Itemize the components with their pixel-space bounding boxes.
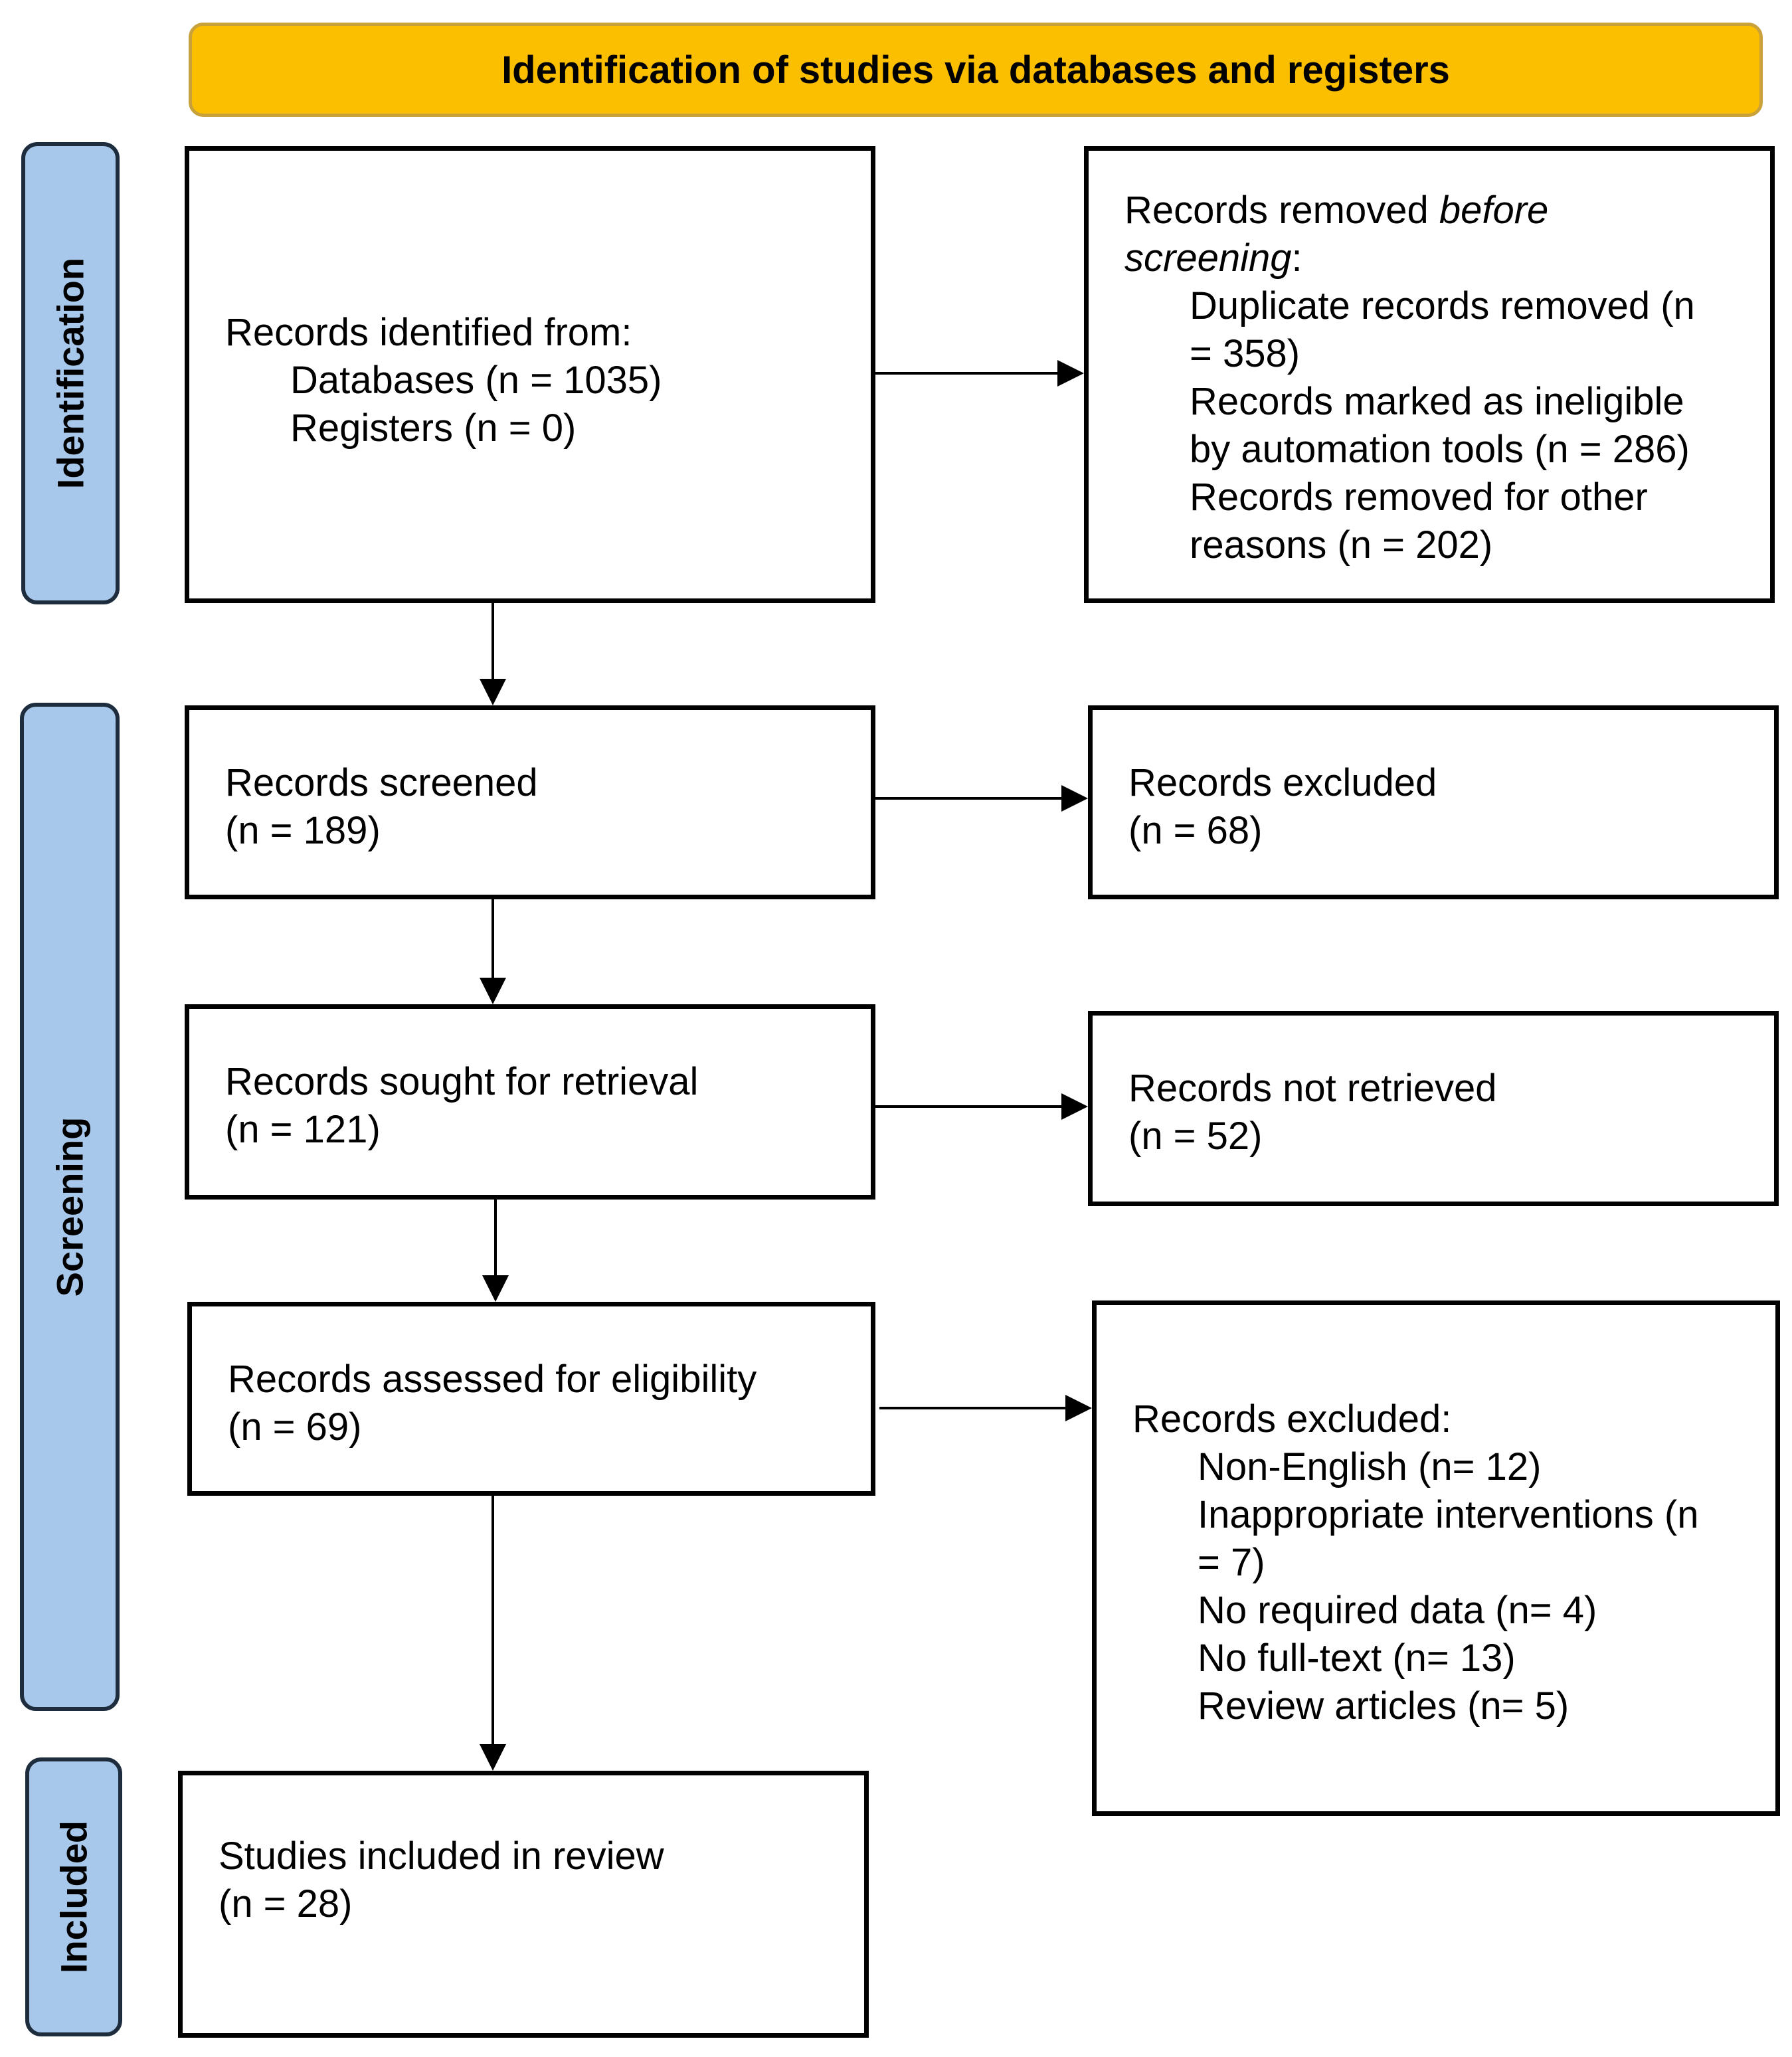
removed-item: = 358) [1190,332,1300,375]
records-screened-count: (n = 189) [225,809,381,852]
removed-item: reasons (n = 202) [1190,523,1493,567]
studies-included-label: Studies included in review [219,1834,664,1878]
arrowhead [480,978,506,1004]
records-not-retrieved-count: (n = 52) [1128,1115,1263,1158]
records-screened-box: Records screened (n = 189) [185,705,875,899]
arrowhead [482,1275,509,1302]
removed-heading-italic2: screening [1124,236,1292,280]
records-excluded-label: Records excluded [1128,761,1437,804]
stage-included: Included [25,1757,122,2036]
records-excluded-count: (n = 68) [1128,809,1263,852]
removed-item: by automation tools (n = 286) [1190,428,1690,471]
removed-heading-italic: before [1439,189,1549,232]
records-excluded-eligibility-box: Records excluded: Non-English (n= 12) In… [1092,1300,1780,1816]
records-removed-box: Records removed before screening: Duplic… [1084,146,1775,603]
databases-count: Databases (n = 1035) [290,359,662,402]
excluded-eligibility-item: = 7) [1198,1541,1265,1584]
excluded-eligibility-heading: Records excluded: [1132,1397,1452,1441]
records-sought-box: Records sought for retrieval (n = 121) [185,1004,875,1200]
arrowhead [480,679,506,705]
studies-included-count: (n = 28) [219,1882,353,1925]
excluded-eligibility-item: Review articles (n= 5) [1198,1684,1569,1728]
excluded-eligibility-item: Inappropriate interventions (n [1198,1493,1699,1536]
header-title: Identification of studies via databases … [501,48,1450,92]
records-removed-heading-2: screening: [1124,234,1770,282]
removed-item: Duplicate records removed (n [1190,284,1695,327]
records-assessed-label: Records assessed for eligibility [228,1358,757,1401]
removed-item: Records removed for other [1190,476,1648,519]
records-identified-box: Records identified from: Databases (n = … [185,146,875,603]
removed-heading-suffix: : [1291,236,1302,280]
records-not-retrieved-label: Records not retrieved [1128,1067,1497,1110]
stage-screening: Screening [20,703,120,1711]
excluded-eligibility-item: Non-English (n= 12) [1198,1445,1542,1488]
excluded-eligibility-item: No required data (n= 4) [1198,1589,1597,1632]
records-assessed-count: (n = 69) [228,1405,362,1449]
arrowhead [1061,1093,1088,1120]
header-banner: Identification of studies via databases … [189,23,1763,117]
records-excluded-box: Records excluded (n = 68) [1088,705,1779,899]
arrowhead [1061,785,1088,812]
removed-item: Records marked as ineligible [1190,380,1684,423]
records-screened-label: Records screened [225,761,538,804]
records-not-retrieved-box: Records not retrieved (n = 52) [1088,1011,1779,1206]
records-identified-heading: Records identified from: [225,311,632,354]
registers-count: Registers (n = 0) [290,406,577,450]
arrowhead [1057,360,1084,387]
stage-identification: Identification [21,142,120,604]
studies-included-box: Studies included in review (n = 28) [178,1771,869,2038]
records-sought-count: (n = 121) [225,1108,381,1151]
arrowhead [1065,1395,1092,1421]
removed-heading-prefix: Records removed [1124,189,1439,232]
records-sought-label: Records sought for retrieval [225,1060,699,1103]
records-removed-heading: Records removed before [1124,187,1770,234]
arrowhead [480,1744,506,1771]
excluded-eligibility-item: No full-text (n= 13) [1198,1637,1516,1680]
records-assessed-box: Records assessed for eligibility (n = 69… [187,1302,875,1496]
